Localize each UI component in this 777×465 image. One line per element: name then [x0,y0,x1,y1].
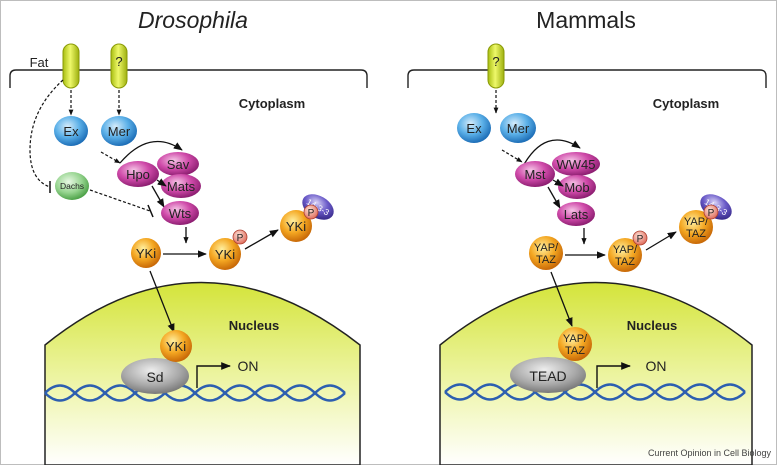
wts-protein [161,201,199,225]
drosophila-panel: Drosophila Nucleus Cytoplasm Fat ? Ex Me… [9,7,368,465]
yki-nuclear-label: YKi [166,339,186,354]
hpo-to-mats-arrow [156,178,167,187]
ex-label: Ex [63,124,79,139]
dachs-protein [55,172,89,200]
phospho-label-2: P [308,208,315,219]
yki-protein [131,238,161,268]
yap-taz-nuclear-protein [558,327,592,361]
mst-to-lats-arrow [547,186,561,209]
mammals-panel: Mammals Nucleus Cytoplasm ? Ex Mer WW45 … [407,7,767,465]
unknown-receptor [487,43,505,89]
fat-receptor [62,43,80,89]
yap-taz-protein [529,236,563,270]
yki-label: YKi [136,246,156,261]
tead-protein [510,357,586,393]
phosphate-group [632,230,648,246]
yap-taz-phospho-protein [608,238,642,272]
yki-complex-protein [280,210,312,242]
mer-to-hpo-arrow [100,151,121,164]
nuclear-entry-arrow [149,270,175,333]
phospho-label: P [637,234,644,245]
ex-protein [54,116,88,146]
sav-label: Sav [167,157,190,172]
dna-helix [444,383,746,401]
yki-complex-label: YKi [286,219,306,234]
mst-label: Mst [525,167,546,182]
nucleus-label: Nucleus [627,318,678,333]
panel-title: Mammals [536,7,636,33]
binding-arrow [244,229,279,250]
on-label: ON [646,358,667,374]
nucleus [44,281,361,465]
panel-title: Drosophila [138,7,248,33]
yap-taz-complex-label-1: YAP/ [684,216,709,228]
transcription-arrow [196,362,231,388]
wts-label: Wts [169,206,192,221]
yap-taz-complex-label-2: TAZ [686,228,706,240]
cytoplasm-label: Cytoplasm [653,96,719,111]
ww45-protein [552,152,600,176]
mer-protein [101,116,137,146]
on-label: ON [238,358,259,374]
journal-credit: Current Opinion in Cell Biology [648,448,772,458]
unknown-receptor-label: ? [492,54,499,69]
mst-to-mob-arrow [552,178,564,187]
sd-protein [121,358,189,394]
fat-label: Fat [30,55,49,70]
mob-label: Mob [564,180,589,195]
mob-protein [558,175,596,199]
yap-taz-phospho-label-2: TAZ [615,256,635,268]
hpo-sav-curve [119,141,183,164]
mst-protein [515,161,555,187]
inhibition-bar-2 [147,204,154,218]
nucleus-label: Nucleus [229,318,280,333]
yap-taz-complex-protein [679,210,713,244]
phosphate-group-2 [303,204,319,220]
cytoplasm-label: Cytoplasm [239,96,305,111]
ex-protein [457,113,491,143]
phospho-label: P [237,233,244,244]
yap-taz-phospho-label-1: YAP/ [613,244,638,256]
dachs-inhibits-wts [89,189,151,212]
sd-label: Sd [146,369,163,385]
binding-arrow [645,231,677,251]
tead-label: TEAD [529,368,566,384]
yki-phospho-label: YKi [215,247,235,262]
mer-label: Mer [108,124,131,139]
yap-taz-label-2: TAZ [536,254,556,266]
yap-taz-label-1: YAP/ [534,242,559,254]
unknown-receptor-label: ? [115,54,122,69]
hpo-protein [117,161,159,187]
phosphate-group-2 [703,204,719,220]
yap-taz-nuclear-label-2: TAZ [565,345,585,357]
dna-helix [44,384,346,402]
phospho-label-2: P [708,208,715,219]
dachs-label: Dachs [60,181,84,191]
mer-protein [500,113,536,143]
mats-label: Mats [167,179,196,194]
plasma-membrane [9,69,368,88]
mer-to-mst-arrow [501,149,523,163]
yki-phospho-protein [209,238,241,270]
yki-nuclear-protein [160,330,192,362]
hpo-label: Hpo [126,167,150,182]
plasma-membrane [407,69,767,88]
transcription-arrow [596,362,631,388]
nucleus [439,281,753,465]
hpo-to-wts-arrow [151,185,165,208]
unknown-receptor [110,43,128,89]
sav-protein [157,152,199,176]
mer-label: Mer [507,121,530,136]
yap-taz-nuclear-label-1: YAP/ [563,333,588,345]
lats-protein [557,202,595,226]
mst-ww45-curve [521,139,581,169]
phosphate-group [232,229,248,245]
ex-label: Ex [466,121,482,136]
lats-label: Lats [564,207,589,222]
fat-inhibits-dachs [29,79,64,188]
ww45-label: WW45 [557,157,596,172]
mats-protein [161,174,201,198]
nuclear-entry-arrow [550,271,573,327]
